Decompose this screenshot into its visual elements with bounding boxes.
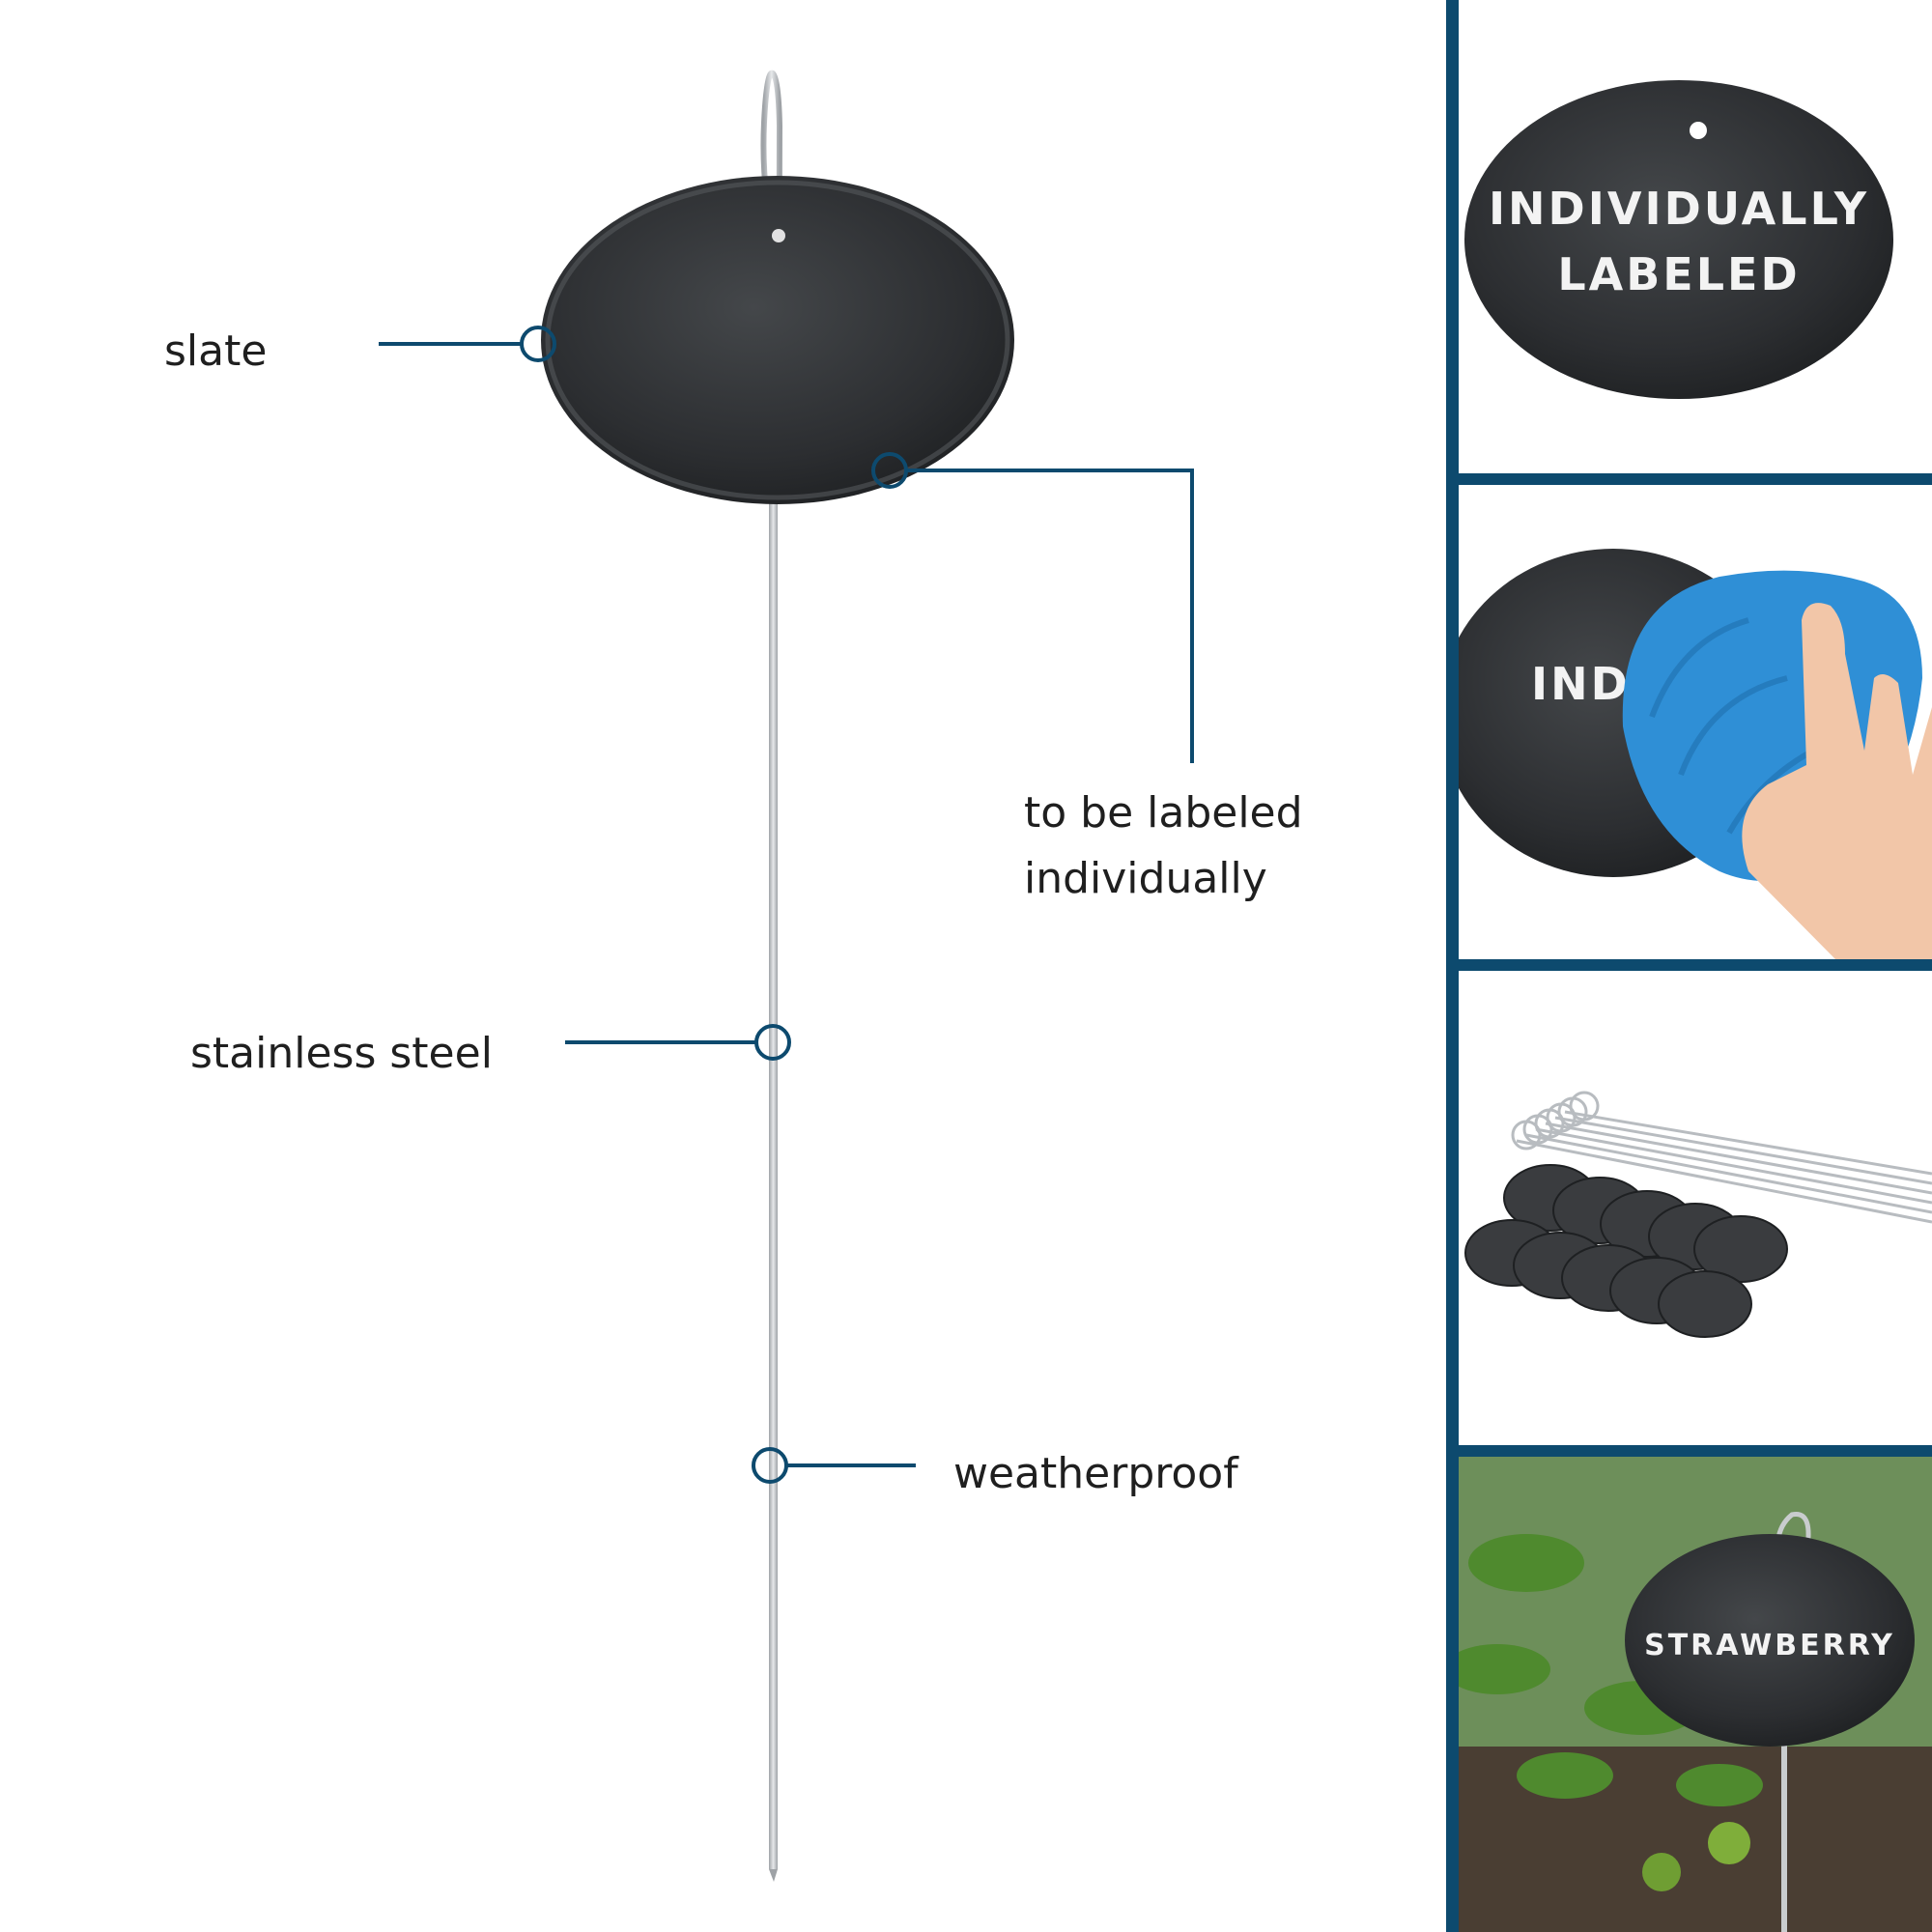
- slate-tag: [541, 176, 1014, 504]
- labeled-slate-hole: [1690, 122, 1707, 139]
- labeling-leader-line: [906, 469, 1194, 763]
- steel-marker: [754, 1024, 791, 1061]
- gallery-panel-wipe: INDI: [1459, 485, 1932, 959]
- garden-slate: [1625, 1534, 1915, 1747]
- slate-tag-hole: [772, 229, 785, 242]
- weather-label: weatherproof: [953, 1449, 1238, 1498]
- stake-tip: [769, 1869, 778, 1882]
- labeled-slate: [1464, 80, 1893, 399]
- gallery-panel-garden: STRAWBERRY: [1459, 1457, 1932, 1932]
- steel-label: stainless steel: [190, 1029, 493, 1078]
- slate-marker: [520, 326, 556, 362]
- labeling-label: to be labeled individually: [1024, 781, 1303, 912]
- slate-label: slate: [164, 327, 268, 376]
- labeled-tag-illustration: INDIVIDUALLY LABELED: [1464, 80, 1893, 399]
- set-contents-illustration: [1464, 1091, 1932, 1338]
- slate-discs: [1464, 1164, 1788, 1338]
- gallery-divider-2: [1446, 959, 1932, 971]
- gallery-panel-set: [1459, 971, 1932, 1445]
- strawberry-fruit: [1708, 1822, 1750, 1864]
- garden-tag-text: STRAWBERRY: [1644, 1629, 1895, 1662]
- stake-rod: [769, 415, 778, 1869]
- stake-bundle: [1511, 1091, 1932, 1224]
- garden-illustration: STRAWBERRY: [1459, 1457, 1932, 1932]
- gallery-panel-labeled: INDIVIDUALLY LABELED: [1459, 0, 1932, 473]
- slate-tag-edge: [545, 180, 1010, 500]
- labeled-text-line-1: INDIVIDUALLY: [1489, 183, 1869, 235]
- strawberry-plant: [1459, 1534, 1763, 1806]
- gallery-divider-3: [1446, 1445, 1932, 1457]
- strawberry-fruit-2: [1642, 1853, 1681, 1891]
- labeled-text-line-2: LABELED: [1557, 248, 1800, 300]
- wipe-illustration: INDI: [1459, 549, 1932, 959]
- hand: [1742, 603, 1932, 959]
- labeling-label-line-2: individually: [1024, 854, 1267, 904]
- gallery-divider-1: [1446, 473, 1932, 485]
- labeling-label-line-1: to be labeled: [1024, 788, 1303, 838]
